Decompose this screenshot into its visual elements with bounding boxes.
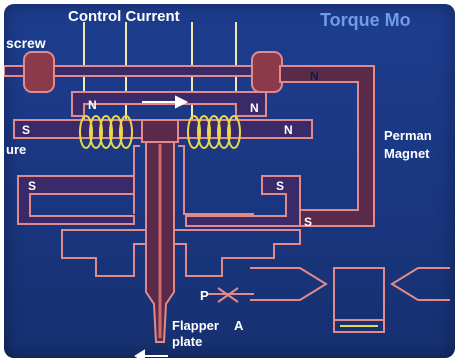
label-port-a: A bbox=[234, 318, 244, 333]
restriction-icon bbox=[208, 287, 254, 303]
adjustment-screw bbox=[4, 51, 305, 93]
pole-s-lower-left: S bbox=[28, 179, 36, 193]
title-torque-motor: Torque Mo bbox=[320, 10, 411, 30]
label-screw: screw bbox=[6, 35, 46, 51]
upper-pole-piece bbox=[71, 91, 267, 117]
lower-pole-body-right bbox=[185, 175, 301, 227]
title-control-current: Control Current bbox=[68, 8, 180, 25]
pole-s-armature: S bbox=[22, 123, 30, 137]
label-permanent-1: Perman bbox=[384, 128, 432, 143]
label-plate: plate bbox=[172, 334, 202, 349]
diagram-screen: Control Current Torque Mo screw ure Perm… bbox=[4, 4, 455, 358]
flux-arrow-icon bbox=[142, 95, 189, 109]
pole-n-magnet: N bbox=[310, 69, 319, 83]
bottom-arrow-icon bbox=[134, 349, 168, 358]
label-armature: ure bbox=[6, 142, 26, 157]
label-port-p: P bbox=[200, 288, 209, 303]
pole-n-upper-left: N bbox=[88, 98, 97, 112]
pole-n-bar: N bbox=[284, 123, 293, 137]
screw-knob-right bbox=[251, 51, 283, 93]
coil-left bbox=[79, 115, 133, 149]
armature-pivot bbox=[141, 119, 179, 143]
spool-valve bbox=[250, 267, 450, 333]
screw-knob-left bbox=[23, 51, 55, 93]
torque-motor-diagram: Control Current Torque Mo screw ure Perm… bbox=[4, 8, 450, 358]
valve-housing bbox=[61, 229, 301, 277]
pole-s-lower-right: S bbox=[276, 179, 284, 193]
pole-s-magnet: S bbox=[304, 215, 312, 229]
pole-n-upper-right: N bbox=[250, 101, 259, 115]
label-flapper: Flapper bbox=[172, 318, 219, 333]
label-permanent-2: Magnet bbox=[384, 146, 430, 161]
housing-step bbox=[133, 145, 254, 215]
coil-right bbox=[187, 115, 241, 149]
